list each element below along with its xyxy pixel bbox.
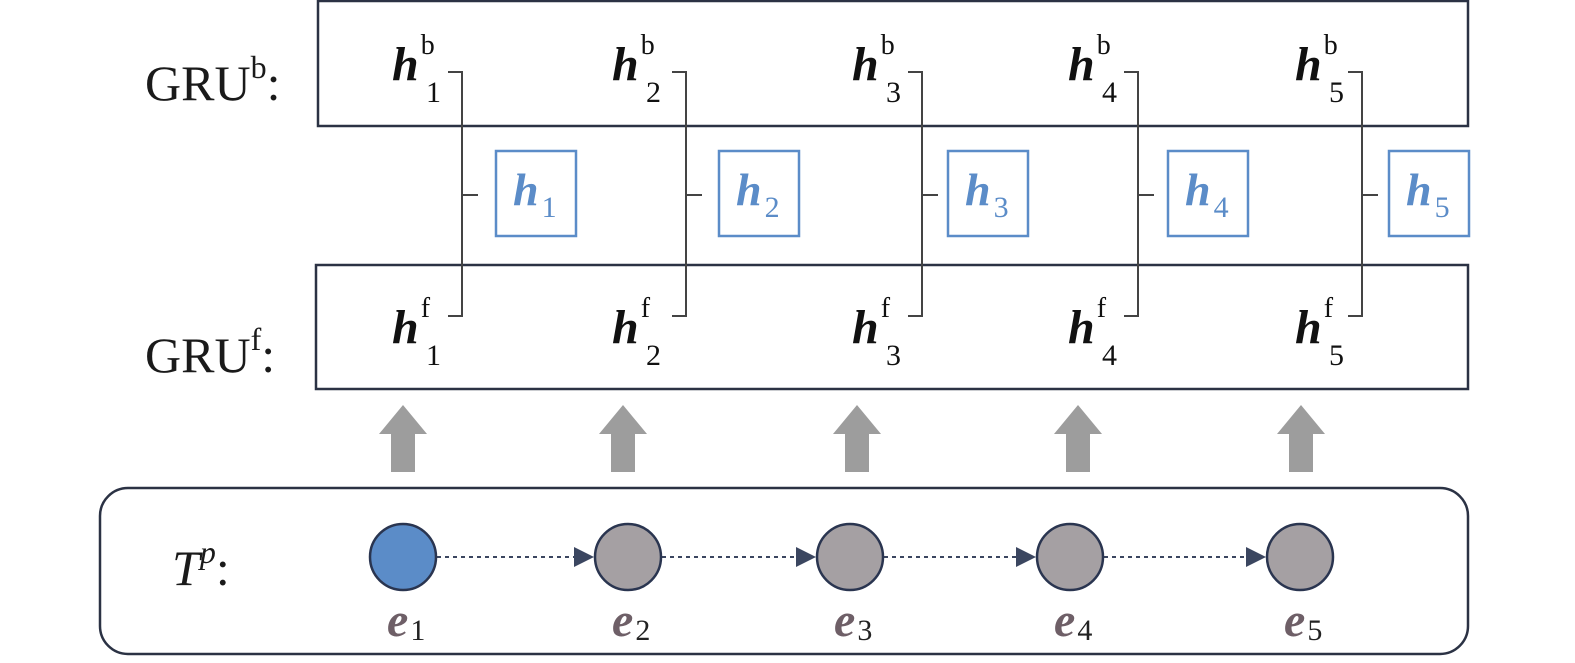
entity-node-1 — [368, 522, 438, 592]
entity-label-4: e4 — [1054, 594, 1092, 647]
connector-3 — [908, 71, 938, 317]
path-label: Tp: — [172, 534, 230, 596]
entity-node-2 — [593, 522, 663, 592]
forward-gru-label: GRUf: — [145, 321, 275, 383]
output-box-3 — [946, 149, 1030, 238]
backward-gru-box — [316, 0, 1470, 128]
entity-label-2: e2 — [612, 594, 650, 647]
path-box — [98, 486, 1470, 656]
entity-label-5: e5 — [1284, 594, 1322, 647]
output-box-4 — [1166, 149, 1250, 238]
up-arrow-2 — [599, 405, 647, 472]
up-arrow-4 — [1054, 405, 1102, 472]
up-arrows — [379, 405, 1325, 472]
connector-layer — [448, 71, 1378, 317]
up-arrow-1 — [379, 405, 427, 472]
entity-path: e1 e2 e3 e4 e5 — [368, 522, 1335, 647]
connector-1 — [448, 71, 478, 317]
connector-2 — [672, 71, 702, 317]
entity-label-3: e3 — [834, 594, 872, 647]
output-box-2 — [717, 149, 801, 238]
connector-5 — [1348, 71, 1378, 317]
up-arrow-3 — [833, 405, 881, 472]
entity-node-5 — [1265, 522, 1335, 592]
entity-node-3 — [815, 522, 885, 592]
output-box-5 — [1387, 149, 1471, 238]
up-arrow-5 — [1277, 405, 1325, 472]
output-box-1 — [494, 149, 578, 238]
entity-node-4 — [1035, 522, 1105, 592]
backward-gru-label: GRUb: — [145, 49, 280, 111]
entity-label-1: e1 — [387, 594, 425, 647]
connector-4 — [1124, 71, 1154, 317]
forward-gru-box — [314, 263, 1470, 391]
